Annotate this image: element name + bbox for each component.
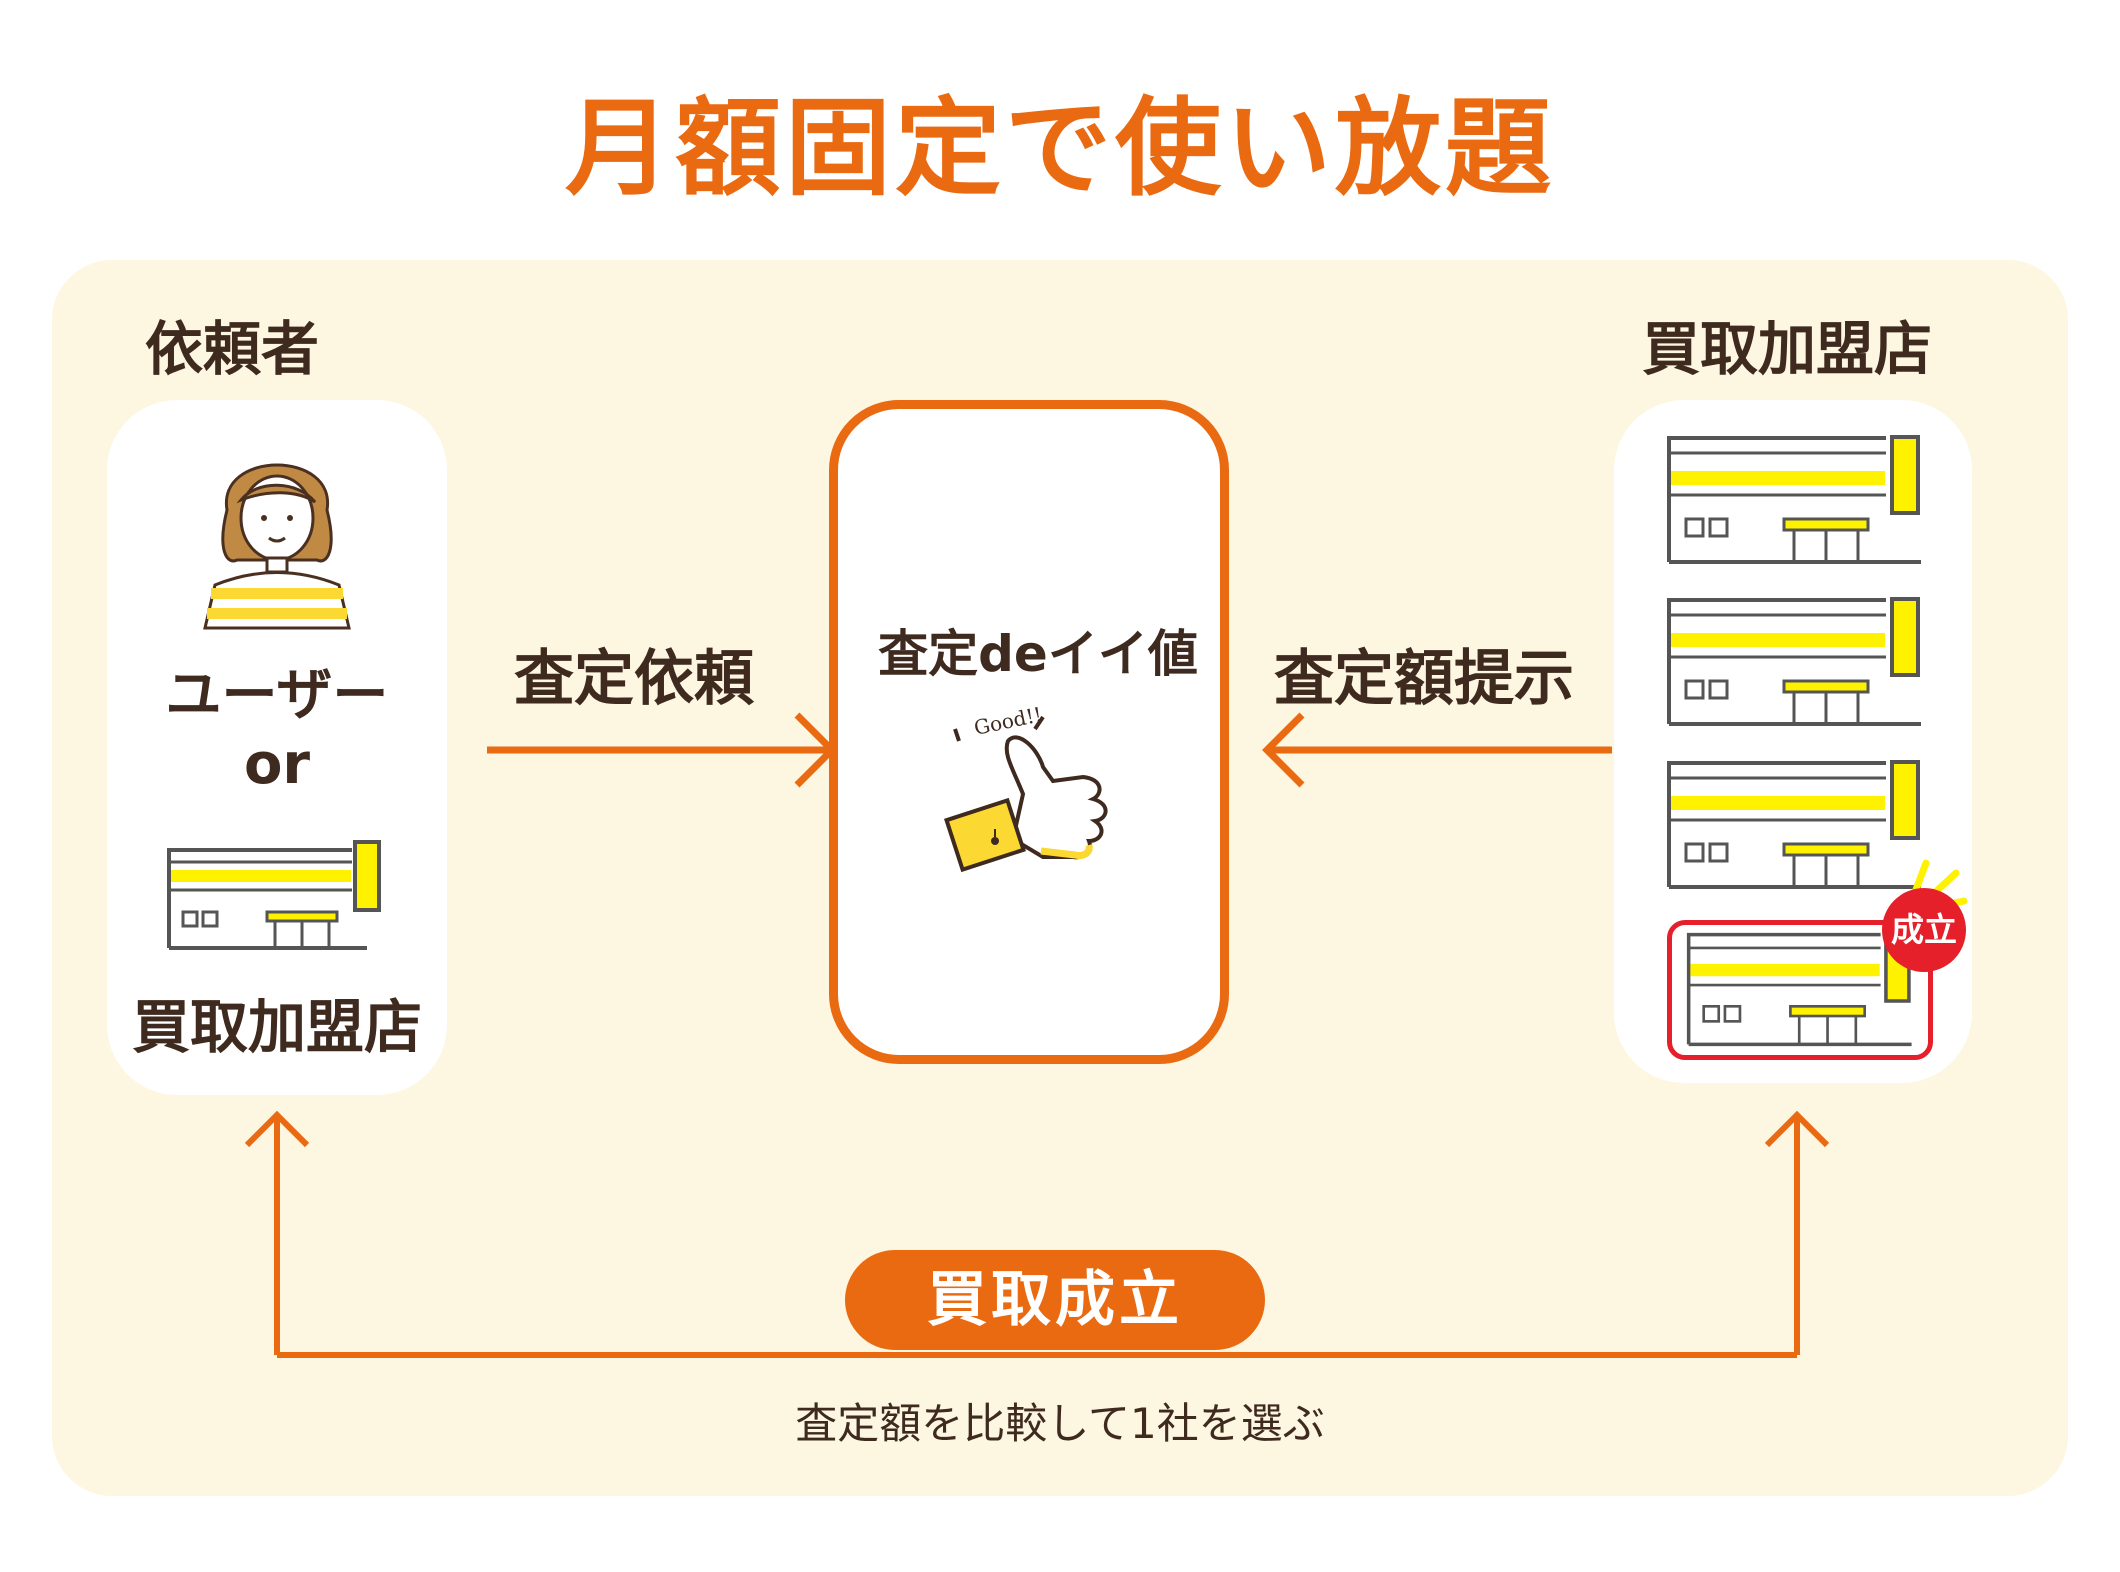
offer-arrow-icon <box>1262 712 1612 788</box>
request-label: 査定依頼 <box>514 644 754 714</box>
store-icon <box>1667 435 1921 564</box>
success-badge: 成立 <box>1882 888 1966 972</box>
page-title: 月額固定で使い放題 <box>565 87 1555 210</box>
stores-card: 成立 <box>1614 400 1972 1083</box>
thumbs-up-icon: Good!! <box>944 702 1108 873</box>
selected-store-frame <box>1667 920 1933 1060</box>
requester-heading: 依頼者 <box>144 315 319 383</box>
user-label: ユーザー <box>165 663 389 728</box>
offer-label: 査定額提示 <box>1274 644 1574 714</box>
request-arrow-icon <box>487 712 837 788</box>
deal-flow-arrow-icon <box>244 1110 1830 1358</box>
user-woman-icon <box>203 463 351 630</box>
store-icon <box>1686 932 1912 1047</box>
store-icon <box>167 840 381 950</box>
store-icon <box>1667 597 1921 726</box>
store-label: 買取加盟店 <box>131 993 422 1061</box>
requester-card: ユーザー or 買取加盟店 <box>107 400 447 1095</box>
or-label: or <box>243 732 311 797</box>
note-text: 査定額を比較して1社を選ぶ <box>795 1399 1325 1448</box>
app-name: 査定deイイ値 <box>878 625 1198 683</box>
store-icon <box>1667 760 1921 889</box>
deal-label: 買取成立 <box>845 1250 1265 1350</box>
stores-heading: 買取加盟店 <box>1641 315 1932 383</box>
app-phone: 査定deイイ値 Good!! <box>829 400 1229 1064</box>
good-text: Good!! <box>972 702 1044 740</box>
